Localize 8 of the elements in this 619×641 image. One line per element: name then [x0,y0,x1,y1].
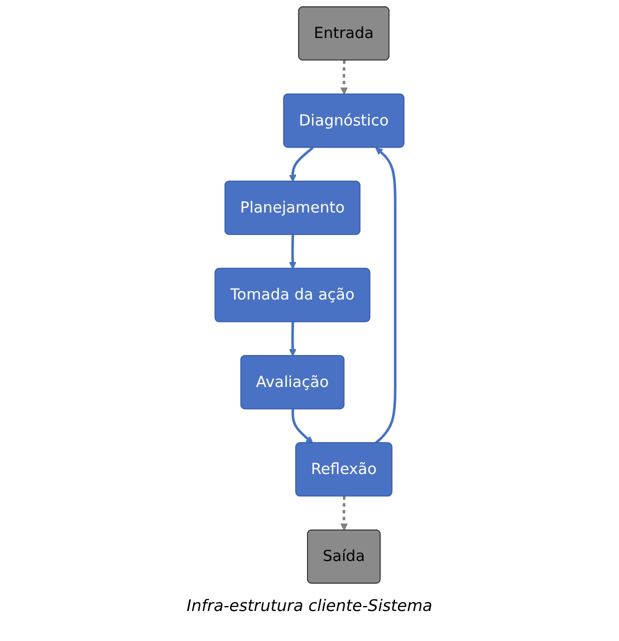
center-note: Infra-estrutura cliente-Sistema [186,596,432,615]
arrow [288,146,314,182]
arrow [291,409,314,444]
arrow [288,234,296,270]
arrow [340,60,348,95]
arrow [288,322,296,356]
arrow [340,496,348,531]
arrow [374,147,396,444]
